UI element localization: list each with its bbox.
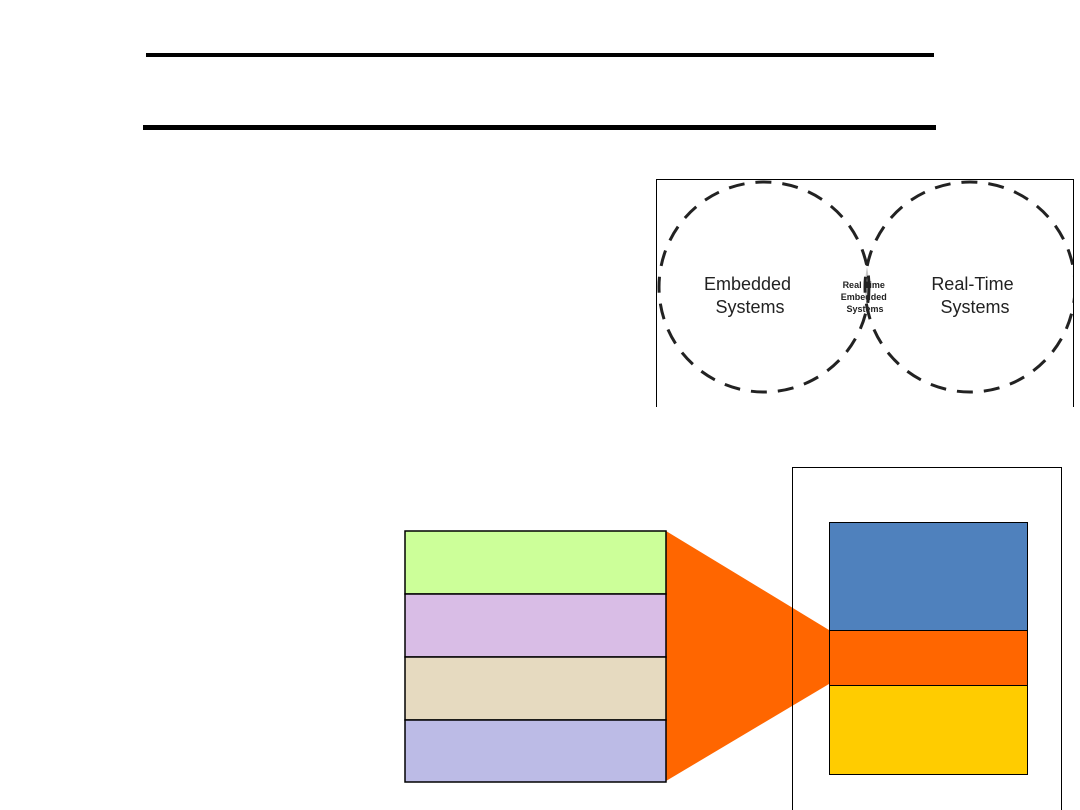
real-time-systems-circle [863,180,1073,394]
right-block-bottom [829,685,1028,775]
title-rule-bottom [143,125,936,130]
left-layer-2 [404,593,667,658]
zoomed-stack-frame [792,467,1062,810]
embedded-systems-label: Embedded Systems [704,274,796,317]
real-time-systems-label: Real-Time Systems [931,274,1018,317]
right-block-middle [829,630,1028,686]
right-block-top [829,522,1028,631]
venn-diagram: Embedded Systems Real Time Embedded Syst… [656,179,1074,407]
real-time-embedded-label: Real Time Embedded Systems [841,280,890,314]
title-rule-top [146,53,934,57]
zoom-connector [666,531,829,781]
left-layer-1 [404,530,667,595]
left-layer-3 [404,656,667,721]
left-layer-4 [404,719,667,783]
embedded-systems-circle [657,180,871,394]
